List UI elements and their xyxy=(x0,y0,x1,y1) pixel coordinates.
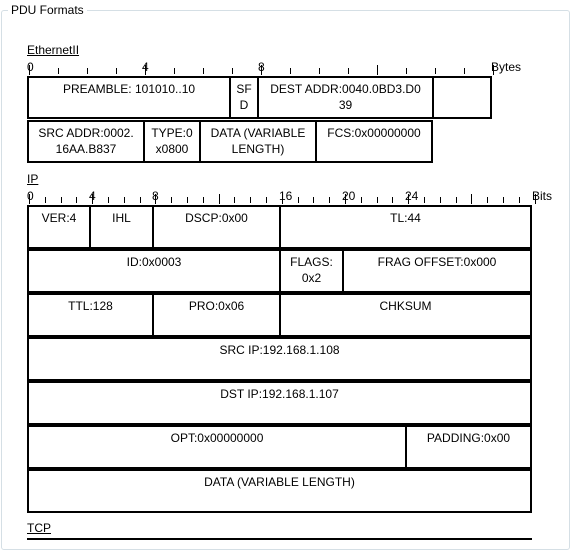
ruler-tick xyxy=(487,197,489,203)
ruler-tick xyxy=(435,68,436,74)
ruler-tick xyxy=(376,197,378,203)
ruler-tick xyxy=(187,197,188,203)
field-sfd[interactable]: SF D xyxy=(229,76,259,119)
field-ip-data[interactable]: DATA (VARIABLE LENGTH) xyxy=(27,469,532,513)
ruler-tick xyxy=(58,68,59,74)
field-dest-addr-cont[interactable] xyxy=(432,76,492,119)
ruler-tick xyxy=(29,194,30,204)
field-tl[interactable]: TL:44 xyxy=(279,205,532,249)
ruler-tick xyxy=(360,197,362,203)
field-id[interactable]: ID:0x0003 xyxy=(27,249,281,293)
ruler-tick xyxy=(261,65,262,75)
field-eth-data[interactable]: DATA (VARIABLE LENGTH) xyxy=(199,120,317,163)
ruler-tick xyxy=(234,197,236,203)
ruler-tick xyxy=(503,197,504,203)
ruler-tick xyxy=(155,194,157,204)
field-flags[interactable]: FLAGS: 0x2 xyxy=(279,249,344,293)
ip-ruler-20: 20 xyxy=(342,189,356,203)
ruler-tick xyxy=(116,68,117,74)
eth-unit: Bytes xyxy=(491,60,522,74)
field-padding[interactable]: PADDING:0x00 xyxy=(405,425,532,469)
field-dest-addr[interactable]: DEST ADDR:0040.0BD3.D0 39 xyxy=(257,76,434,119)
tcp-label: TCP xyxy=(27,521,51,535)
ruler-tick xyxy=(87,68,88,74)
ruler-tick xyxy=(377,65,378,75)
ruler-tick xyxy=(392,197,394,203)
ruler-tick xyxy=(348,68,349,74)
ruler-tick xyxy=(290,68,291,74)
ruler-tick xyxy=(202,197,204,203)
ruler-tick xyxy=(345,194,346,204)
ip-ruler-8: 8 xyxy=(152,190,159,202)
ruler-tick xyxy=(174,68,175,74)
ruler-tick xyxy=(408,194,410,204)
field-fcs[interactable]: FCS:0x00000000 xyxy=(315,120,433,163)
ip-ruler-0: 0 xyxy=(27,189,34,203)
ruler-tick xyxy=(439,197,441,203)
field-dscp[interactable]: DSCP:0x00 xyxy=(152,205,281,249)
ruler-tick xyxy=(145,65,146,75)
ruler-tick xyxy=(319,68,320,74)
tcp-ruler-partial xyxy=(27,538,532,540)
field-frag-offset[interactable]: FRAG OFFSET:0x000 xyxy=(342,249,532,293)
ruler-tick xyxy=(250,197,252,203)
ip-label: IP xyxy=(27,172,39,186)
ruler-tick xyxy=(60,197,62,203)
ruler-tick xyxy=(139,197,141,203)
field-type[interactable]: TYPE:0 x0800 xyxy=(143,120,201,163)
ruler-tick xyxy=(518,197,520,203)
ruler-tick xyxy=(218,194,220,204)
field-pro[interactable]: PRO:0x06 xyxy=(152,293,281,337)
ruler-tick xyxy=(108,197,109,203)
field-ver[interactable]: VER:4 xyxy=(27,205,91,249)
field-opt[interactable]: OPT:0x00000000 xyxy=(27,425,407,469)
ruler-tick xyxy=(455,197,457,203)
ruler-tick xyxy=(203,68,204,74)
field-ihl[interactable]: IHL xyxy=(89,205,154,249)
ruler-tick xyxy=(329,197,331,203)
ip-ruler-24: 24 xyxy=(405,189,419,203)
ruler-tick xyxy=(232,68,233,74)
field-chksum[interactable]: CHKSUM xyxy=(279,293,532,337)
ruler-tick xyxy=(29,65,30,75)
ruler-tick xyxy=(464,68,465,74)
eth-ruler-0: 0 xyxy=(27,60,34,74)
ruler-tick xyxy=(493,65,494,75)
ruler-tick xyxy=(171,197,173,203)
ip-unit: Bits xyxy=(532,189,553,203)
ruler-tick xyxy=(266,197,267,203)
field-ttl[interactable]: TTL:128 xyxy=(27,293,154,337)
ruler-tick xyxy=(92,194,94,204)
ruler-tick xyxy=(76,197,78,203)
ruler-tick xyxy=(406,68,407,74)
ethernet-label: EthernetII xyxy=(27,43,80,57)
field-src-ip[interactable]: SRC IP:192.168.1.108 xyxy=(27,337,532,381)
ruler-tick xyxy=(44,197,46,203)
field-src-addr[interactable]: SRC ADDR:0002. 16AA.B837 xyxy=(27,120,145,163)
field-preamble[interactable]: PREAMBLE: 101010..10 xyxy=(27,76,231,119)
ruler-tick xyxy=(424,197,425,203)
ruler-tick xyxy=(313,197,315,203)
ruler-tick xyxy=(123,197,125,203)
ruler-tick xyxy=(471,194,473,204)
ruler-tick xyxy=(534,194,536,204)
ruler-tick xyxy=(281,194,283,204)
panel-title: PDU Formats xyxy=(8,3,87,17)
field-dst-ip[interactable]: DST IP:192.168.1.107 xyxy=(27,381,532,425)
ruler-tick xyxy=(297,197,299,203)
